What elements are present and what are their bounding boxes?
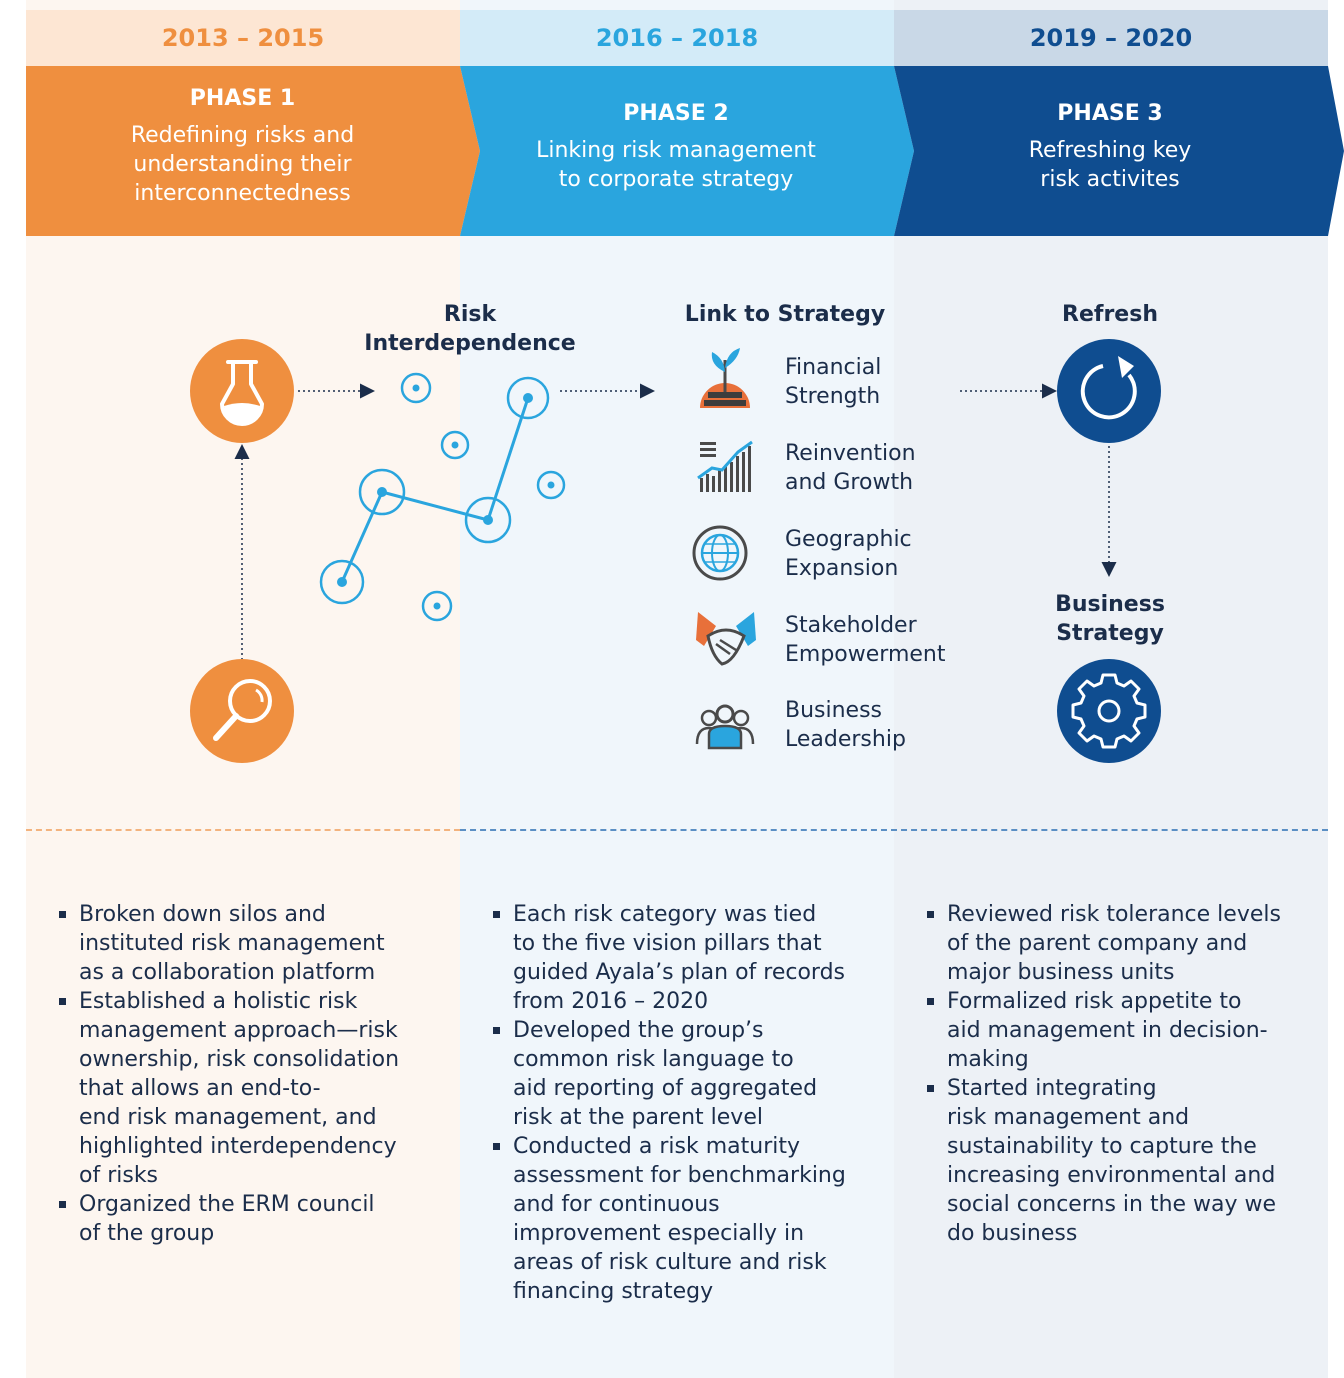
list-item: Each risk category was tied to the five … xyxy=(491,900,861,1016)
list-item: Reviewed risk tolerance levels of the pa… xyxy=(925,900,1315,987)
phase-arrows xyxy=(26,66,1344,236)
phase2-arrow xyxy=(460,66,914,236)
pillar-reinvention-growth: Reinvention and Growth xyxy=(785,441,916,495)
phase2-bullet-list: Each risk category was tied to the five … xyxy=(491,900,861,1306)
phase1-bullet-list: Broken down silos and instituted risk ma… xyxy=(57,900,427,1248)
business-strategy-heading: Business Strategy xyxy=(1055,592,1165,646)
gear-icon xyxy=(1057,659,1161,763)
list-item: Formalized risk appetite to aid manageme… xyxy=(925,987,1315,1074)
phase1-box: PHASE 1 Redefining risks and understandi… xyxy=(60,66,425,256)
risk-interdependence-heading: Risk Interdependence xyxy=(364,302,576,356)
pillar-financial-strength: Financial Strength xyxy=(785,355,882,409)
handshake-icon xyxy=(696,612,756,666)
refresh-icon xyxy=(1057,339,1161,443)
pillar-stakeholder-empowerment: Stakeholder Empowerment xyxy=(785,613,946,667)
list-item: Broken down silos and instituted risk ma… xyxy=(57,900,427,987)
phase2-description: Linking risk management to corporate str… xyxy=(536,138,816,192)
process-diagram xyxy=(190,339,1161,763)
phase3-title: PHASE 3 xyxy=(1057,101,1163,126)
phase1-years: 2013 – 2015 xyxy=(26,10,460,66)
refresh-heading: Refresh xyxy=(1062,302,1158,327)
phase3-arrow xyxy=(894,66,1344,236)
network-icon xyxy=(319,372,566,622)
phase3-description: Refreshing key risk activites xyxy=(1028,138,1192,192)
phase3-years: 2019 – 2020 xyxy=(894,10,1328,66)
phase1-title: PHASE 1 xyxy=(189,86,296,111)
pillar-geographic-expansion: Geographic Expansion xyxy=(785,527,912,581)
list-item: Started integrating risk management and … xyxy=(925,1074,1315,1248)
link-to-strategy-heading: Link to Strategy xyxy=(684,302,886,327)
list-item: Developed the group’s common risk langua… xyxy=(491,1016,861,1132)
people-icon xyxy=(695,704,755,750)
globe-icon xyxy=(692,525,748,581)
flask-icon xyxy=(190,339,294,443)
phase1-arrow xyxy=(26,66,480,236)
plant-growth-icon xyxy=(700,348,750,408)
phase2-box: PHASE 2 Linking risk management to corpo… xyxy=(500,66,852,271)
growth-chart-icon xyxy=(697,440,753,492)
list-item: Established a holistic risk management a… xyxy=(57,987,427,1190)
phase3-box: PHASE 3 Refreshing key risk activites xyxy=(935,66,1285,271)
phase1-description: Redefining risks and understanding their… xyxy=(130,123,355,206)
phase2-years: 2016 – 2018 xyxy=(460,10,894,66)
list-item: Organized the ERM council of the group xyxy=(57,1190,427,1248)
pillar-business-leadership: Business Leadership xyxy=(785,698,906,752)
magnifier-icon xyxy=(190,659,294,763)
phase3-bullet-list: Reviewed risk tolerance levels of the pa… xyxy=(925,900,1315,1248)
list-item: Conducted a risk maturity assessment for… xyxy=(491,1132,861,1306)
phase2-title: PHASE 2 xyxy=(623,101,729,126)
